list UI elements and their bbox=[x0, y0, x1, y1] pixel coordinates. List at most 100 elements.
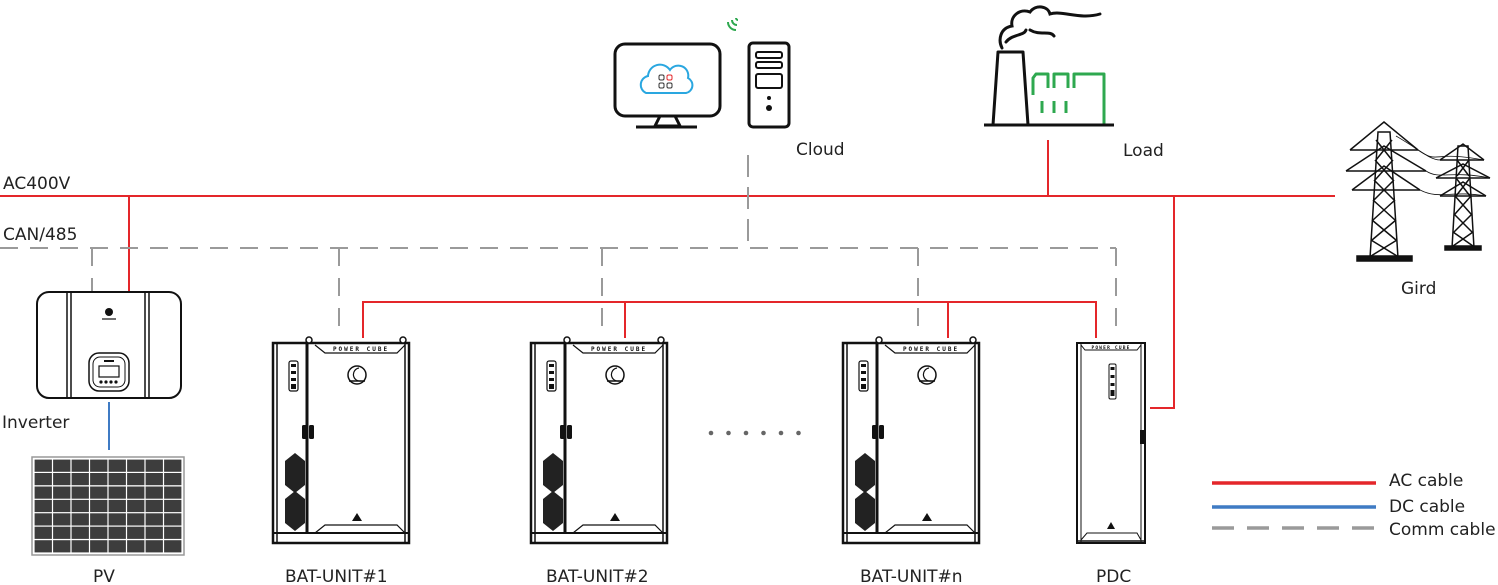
load-node: Load bbox=[984, 5, 1164, 161]
ellipsis-dot bbox=[796, 430, 801, 436]
pv-cell bbox=[53, 459, 71, 472]
pv-cell bbox=[90, 499, 108, 513]
pv-cell bbox=[145, 513, 163, 526]
pv-cell bbox=[145, 473, 163, 486]
pv-cell bbox=[108, 513, 126, 526]
pv-cell bbox=[164, 486, 182, 499]
pv-cell bbox=[71, 540, 89, 553]
inverter-node: Inverter bbox=[2, 291, 182, 433]
pv-cell bbox=[34, 499, 52, 513]
power-tower-icon bbox=[1345, 121, 1491, 262]
cloud-icon bbox=[639, 63, 694, 94]
grid-node: Gird bbox=[1345, 121, 1491, 299]
pv-cell bbox=[90, 526, 108, 539]
pv-cell bbox=[53, 540, 71, 553]
comm-bus-label: CAN/485 bbox=[3, 225, 77, 245]
wifi-icon bbox=[727, 17, 739, 31]
bat-unit-2-label: BAT-UNIT#2 bbox=[546, 567, 649, 585]
pdc-grid-link bbox=[1150, 196, 1175, 409]
bat-unit-n-label: BAT-UNIT#n bbox=[860, 567, 963, 585]
pv-cell bbox=[34, 540, 52, 553]
pv-label: PV bbox=[93, 567, 115, 585]
pv-cell bbox=[127, 526, 145, 539]
pv-cell bbox=[108, 473, 126, 486]
pv-cell bbox=[71, 486, 89, 499]
solar-panel-icon bbox=[31, 456, 185, 556]
pv-cell bbox=[108, 486, 126, 499]
pdc-cabinet-icon: POWER CUBE bbox=[1076, 342, 1146, 544]
ellipsis-dot bbox=[778, 430, 784, 436]
pv-cell bbox=[127, 486, 145, 499]
pv-cell bbox=[71, 473, 89, 486]
battery-ac-bus bbox=[362, 301, 1097, 338]
legend-dc-label: DC cable bbox=[1389, 497, 1465, 517]
cloud-label: Cloud bbox=[796, 140, 845, 160]
pv-cell bbox=[71, 526, 89, 539]
inverter-label: Inverter bbox=[2, 413, 69, 433]
bat-unit-n: BAT-UNIT#n bbox=[841, 335, 981, 585]
battery-cabinet-icon bbox=[529, 335, 669, 545]
pv-cell bbox=[145, 526, 163, 539]
pv-cell bbox=[145, 459, 163, 472]
ellipsis-dot bbox=[761, 430, 766, 436]
pv-cell bbox=[90, 540, 108, 553]
pv-cell bbox=[53, 526, 71, 539]
pv-cell bbox=[53, 473, 71, 486]
pv-cell bbox=[127, 473, 145, 486]
pv-cell bbox=[71, 459, 89, 472]
ellipsis-dot bbox=[726, 430, 731, 436]
pv-cell bbox=[164, 499, 182, 513]
pv-cell bbox=[108, 540, 126, 553]
server-tower-icon bbox=[747, 41, 791, 129]
pv-cell bbox=[90, 513, 108, 526]
bat-unit-1-label: BAT-UNIT#1 bbox=[285, 567, 388, 585]
pv-cell bbox=[108, 499, 126, 513]
pv-cell bbox=[71, 513, 89, 526]
pv-cell bbox=[145, 499, 163, 513]
pv-cell bbox=[34, 473, 52, 486]
ellipsis-dot bbox=[708, 430, 714, 436]
pdc-node: POWER CUBE PDC bbox=[1076, 342, 1146, 585]
ac-bus-label: AC400V bbox=[3, 174, 71, 194]
pv-cell bbox=[164, 540, 182, 553]
pv-cell bbox=[145, 486, 163, 499]
ellipsis bbox=[708, 430, 801, 436]
grid-label: Gird bbox=[1401, 279, 1436, 299]
pv-cell bbox=[34, 486, 52, 499]
pv-cell bbox=[71, 499, 89, 513]
pv-cell bbox=[127, 499, 145, 513]
bat-unit-1: BAT-UNIT#1 bbox=[271, 335, 411, 585]
monitor-icon bbox=[613, 42, 722, 129]
pv-cell bbox=[127, 513, 145, 526]
pv-cell bbox=[127, 540, 145, 553]
battery-cabinet-icon bbox=[841, 335, 981, 545]
load-label: Load bbox=[1123, 141, 1164, 161]
pdc-label: PDC bbox=[1096, 567, 1131, 585]
legend: AC cable DC cable Comm cable bbox=[1212, 471, 1496, 540]
pv-cell bbox=[90, 473, 108, 486]
pv-node: PV bbox=[31, 456, 185, 585]
pv-cell bbox=[34, 526, 52, 539]
legend-comm-label: Comm cable bbox=[1389, 520, 1496, 540]
battery-cabinet-icon bbox=[271, 335, 411, 545]
pv-cell bbox=[53, 486, 71, 499]
factory-icon bbox=[984, 5, 1114, 127]
pv-cell bbox=[164, 513, 182, 526]
pv-cell bbox=[164, 526, 182, 539]
pv-cell bbox=[34, 459, 52, 472]
pv-cell bbox=[53, 513, 71, 526]
pv-cell bbox=[108, 526, 126, 539]
pv-cell bbox=[164, 459, 182, 472]
pv-cell bbox=[108, 459, 126, 472]
pv-cell bbox=[145, 540, 163, 553]
pv-cell bbox=[127, 459, 145, 472]
pv-cell bbox=[34, 513, 52, 526]
bat-unit-2: BAT-UNIT#2 bbox=[529, 335, 669, 585]
cloud-node: Cloud bbox=[613, 17, 845, 160]
pv-cell bbox=[53, 499, 71, 513]
ellipsis-dot bbox=[743, 430, 749, 436]
pv-cell bbox=[164, 473, 182, 486]
inverter-icon bbox=[36, 291, 182, 399]
pv-cell bbox=[90, 459, 108, 472]
